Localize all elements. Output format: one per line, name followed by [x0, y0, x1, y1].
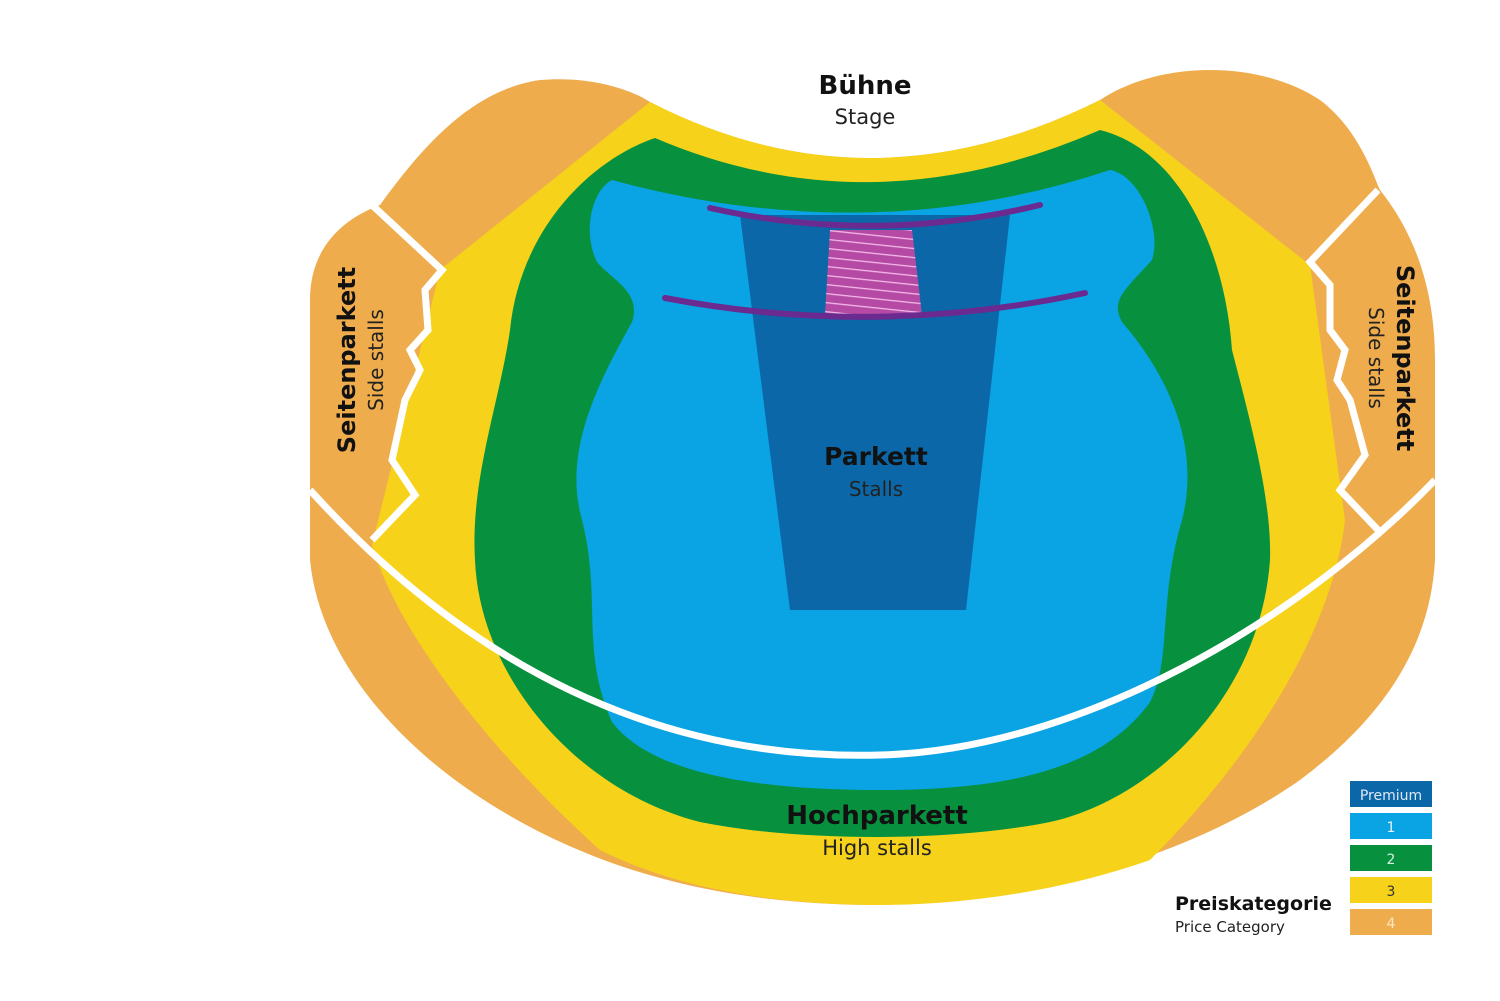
legend-swatch — [1350, 781, 1432, 807]
row-divider-rear — [662, 290, 1088, 320]
divider-side-right — [1305, 187, 1381, 533]
stage-subtitle: Stage — [835, 105, 896, 129]
divider-high-stalls — [307, 477, 1438, 759]
legend-swatch — [1350, 877, 1432, 903]
side-stalls-right-subtitle: Side stalls — [1364, 307, 1388, 409]
legend-label: 3 — [1387, 884, 1396, 900]
legend-subtitle: Price Category — [1175, 918, 1285, 936]
legend-title: Preiskategorie — [1175, 893, 1332, 915]
legend-label: Premium — [1360, 788, 1422, 804]
side-stalls-left-title: Seitenparkett — [333, 267, 361, 453]
high-stalls-subtitle: High stalls — [822, 836, 932, 860]
side-stalls-left-subtitle: Side stalls — [364, 309, 388, 411]
side-stalls-right-title: Seitenparkett — [1391, 265, 1419, 451]
stalls-title: Parkett — [824, 442, 928, 471]
legend-label: 1 — [1387, 820, 1396, 836]
legend-swatch — [1350, 909, 1432, 935]
restricted-area — [825, 230, 922, 315]
stage-title: Bühne — [819, 71, 912, 101]
divider-side-left — [369, 202, 447, 543]
legend-label: 2 — [1387, 852, 1396, 868]
row-divider-front — [707, 202, 1043, 229]
legend-swatch — [1350, 813, 1432, 839]
stalls-subtitle: Stalls — [849, 477, 903, 501]
legend: Preiskategorie Price Category Premium 1 2 3… — [1175, 781, 1432, 936]
high-stalls-title: Hochparkett — [786, 801, 968, 831]
legend-label: 4 — [1387, 916, 1396, 932]
legend-swatch — [1350, 845, 1432, 871]
